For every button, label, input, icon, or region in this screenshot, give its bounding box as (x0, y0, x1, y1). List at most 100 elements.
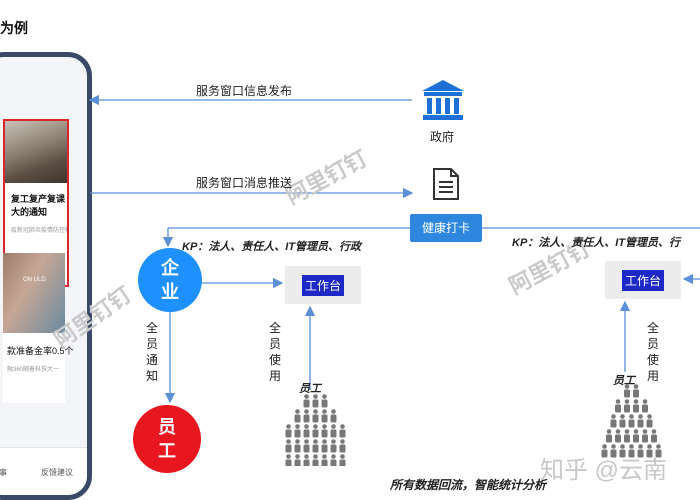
person-icon-body (303, 414, 310, 423)
person-icon-head (624, 399, 630, 404)
news-card-second-image: ON ULD (3, 253, 65, 333)
person-icon-head (602, 444, 607, 449)
person-icon-head (295, 409, 300, 414)
person-icon-head (633, 429, 639, 434)
person-icon-body (321, 459, 328, 466)
person-icon-body (615, 434, 621, 443)
person-icon-body (303, 429, 310, 438)
employee-char-1: 员 (158, 417, 176, 437)
bottom-bar-item-left[interactable]: 事 (0, 467, 7, 478)
person-icon-body (633, 434, 639, 443)
staff-label-2: 员工 (613, 375, 635, 387)
government-building-icon (422, 80, 464, 120)
person-icon-body (628, 449, 635, 458)
person-icon-head (295, 454, 300, 459)
kp-label-left: KP：法人、责任人、IT管理员、行政 (182, 241, 362, 253)
person-icon-head (340, 439, 345, 444)
person-icon-head (313, 409, 318, 414)
person-icon-head (322, 454, 327, 459)
person-icon-body (646, 419, 653, 428)
person-icon-head (606, 429, 612, 434)
person-icon-body (321, 429, 328, 438)
person-icon-head (286, 424, 291, 429)
footer-note: 所有数据回流，智能统计分析 (390, 478, 547, 492)
person-icon-body (294, 429, 301, 438)
person-icon-body (339, 444, 346, 453)
bottom-bar-item-feedback[interactable]: 反馈建议 (41, 468, 73, 477)
person-icon-body (606, 434, 612, 443)
kp-label-right: KP：法人、责任人、IT管理员、行 (512, 237, 681, 249)
person-icon-body (628, 419, 635, 428)
staff-group-icon-1 (285, 394, 346, 466)
person-icon-body (294, 459, 301, 466)
person-icon-body (321, 444, 328, 453)
person-icon-head (331, 424, 336, 429)
person-icon-head (642, 399, 648, 404)
push-label: 服务窗口消息推送 (196, 176, 293, 190)
person-icon-head (638, 444, 643, 449)
news-card-second-tag: ON ULD (23, 277, 46, 283)
person-icon-body (303, 399, 310, 408)
person-icon-body (285, 429, 292, 438)
person-icon-body (339, 429, 346, 438)
employee-char-2: 工 (158, 441, 176, 461)
workbench-node-2: 工作台 (605, 261, 681, 299)
person-icon-body (339, 459, 346, 466)
release-label: 服务窗口信息发布 (196, 84, 293, 98)
document-icon (433, 168, 459, 200)
news-card-title: 复工复产复课大的通知 (11, 194, 66, 217)
news-card-second-title: 款准备金率0.5个 (7, 346, 74, 356)
person-icon-head (651, 429, 657, 434)
person-icon-body (312, 429, 319, 438)
person-icon-body (312, 444, 319, 453)
person-icon-body (321, 399, 328, 408)
person-icon-body (651, 434, 657, 443)
person-icon-body (330, 459, 337, 466)
news-card-second[interactable]: ON ULD 款准备金率0.5个 融360随着科技大一 (3, 253, 74, 403)
person-icon-body (303, 444, 310, 453)
person-icon-head (322, 394, 327, 399)
person-icon-head (633, 399, 639, 404)
person-icon-head (295, 439, 300, 444)
enterprise-char-1: 企 (161, 258, 179, 278)
person-icon-body (615, 404, 621, 413)
news-card-subtitle: 疫新冠肺炎疫情防控和 (11, 228, 67, 234)
person-icon-head (304, 454, 309, 459)
person-icon-body (646, 449, 653, 458)
health-checkin-box: 健康打卡 (410, 214, 482, 242)
person-icon-head (286, 439, 291, 444)
workbench-label-2: 工作台 (622, 270, 665, 291)
enterprise-char-2: 业 (161, 282, 179, 302)
workbench-label-1: 工作台 (302, 275, 345, 296)
person-icon-body (610, 419, 617, 428)
person-icon-body (312, 459, 319, 466)
person-icon-head (313, 424, 318, 429)
person-icon-head (638, 414, 643, 419)
person-icon-body (312, 399, 319, 408)
page-title-fragment: 为例 (0, 20, 28, 36)
person-icon-body (330, 429, 337, 438)
person-icon-body (321, 414, 328, 423)
person-icon-head (629, 414, 634, 419)
person-icon-head (620, 414, 625, 419)
person-icon-head (313, 394, 318, 399)
person-icon-body (294, 444, 301, 453)
person-icon-body (642, 434, 648, 443)
person-icon-head (615, 429, 621, 434)
person-icon-head (656, 444, 661, 449)
workbench-node-1: 工作台 (285, 266, 361, 304)
person-icon-head (615, 399, 621, 404)
person-icon-head (286, 454, 291, 459)
person-icon-body (610, 449, 617, 458)
news-card-image (5, 121, 67, 183)
person-icon-body (619, 449, 626, 458)
person-icon-head (647, 444, 652, 449)
person-icon-head (331, 409, 336, 414)
person-icon-body (601, 449, 608, 458)
person-icon-head (331, 454, 336, 459)
person-icon-head (340, 454, 345, 459)
person-icon-head (647, 414, 652, 419)
person-icon-body (294, 414, 301, 423)
person-icon-head (642, 429, 648, 434)
